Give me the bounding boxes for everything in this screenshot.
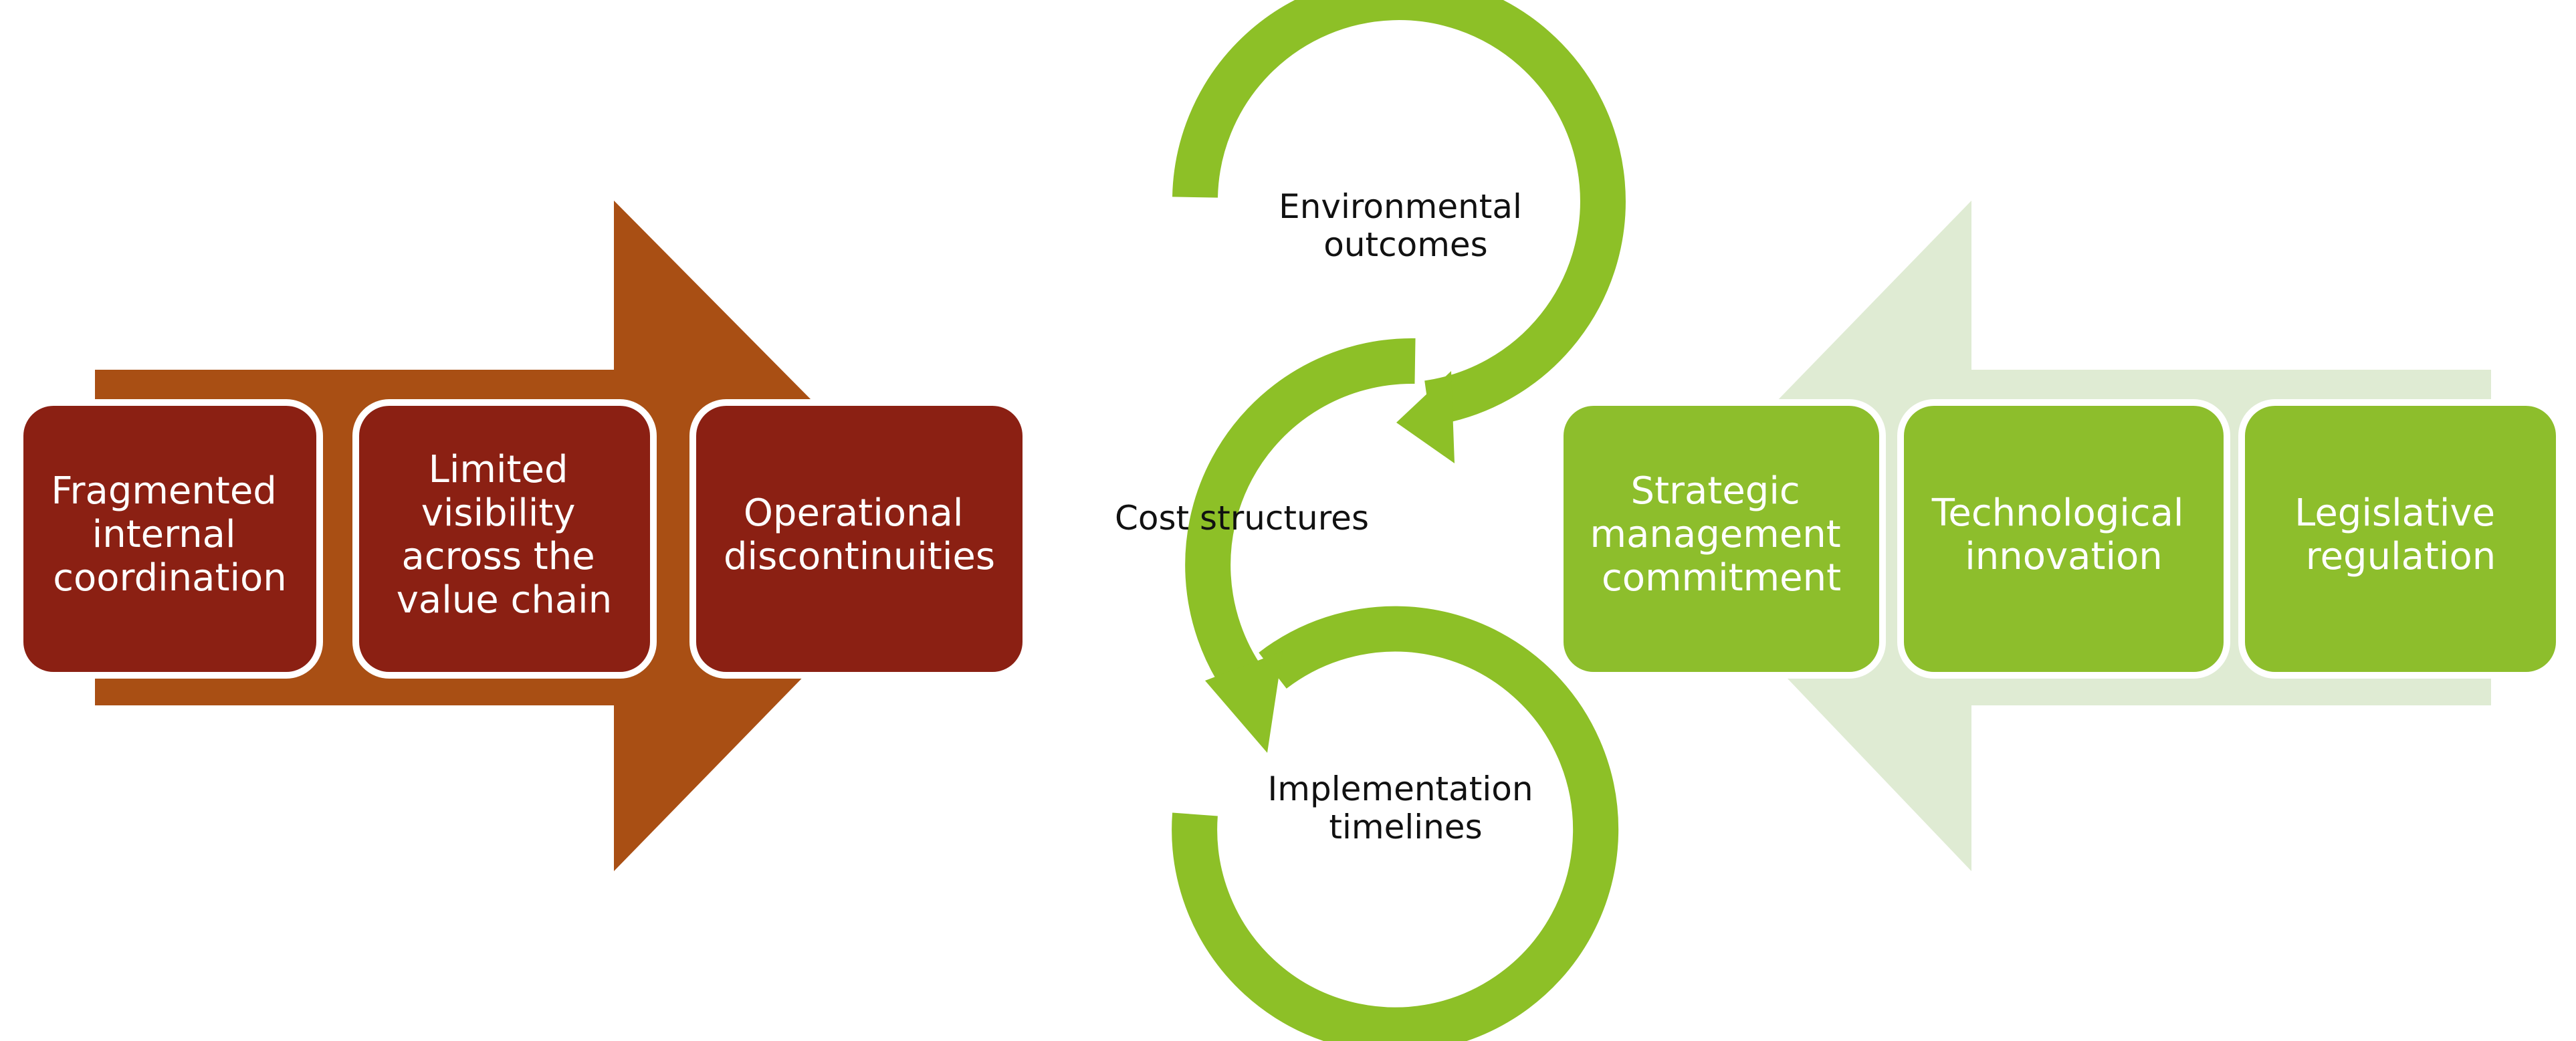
cycle-label-middle-line-1: Cost structures xyxy=(1115,499,1369,538)
driver-box-2-line-2: innovation xyxy=(1965,535,2163,578)
barrier-box-1-label: Fragmented internal coordination xyxy=(51,469,288,600)
cycle xyxy=(1172,0,1626,1041)
barrier-box-1-shape xyxy=(17,399,323,679)
driver-box-1: Strategic management commitment xyxy=(1557,399,1886,679)
barrier-box-1-line-2: internal xyxy=(92,513,236,556)
driver-box-1-line-1: Strategic xyxy=(1631,469,1800,513)
barrier-box-2-label: Limited visibility across the value chai… xyxy=(397,448,612,622)
driver-box-1-line-2: management xyxy=(1590,513,1841,556)
cycle-label-top-line-2: outcomes xyxy=(1323,225,1487,264)
driver-box-3-shape xyxy=(2238,399,2563,679)
barrier-box-2-line-2: visibility xyxy=(421,491,576,535)
barrier-box-1-line-1: Fragmented xyxy=(51,469,276,513)
cycle-arrowhead-top xyxy=(1396,371,1455,463)
cycle-ring-top xyxy=(1172,0,1626,426)
barrier-box-2-line-3: across the xyxy=(401,535,595,578)
cycle-ring-bottom xyxy=(1172,606,1619,1041)
driver-box-2-label: Technological innovation xyxy=(1931,491,2196,578)
barrier-box-3-line-2: discontinuities xyxy=(724,535,995,578)
cycle-label-bottom: Implementation timelines xyxy=(1268,770,1544,846)
driver-box-3-label: Legislative regulation xyxy=(2294,491,2507,578)
driver-box-3-line-1: Legislative xyxy=(2294,491,2495,535)
cycle-label-top-line-1: Environmental xyxy=(1279,187,1522,226)
cycle-arrowhead-middle xyxy=(1205,651,1283,753)
barrier-box-2-shape xyxy=(352,399,657,679)
barrier-box-1: Fragmented internal coordination xyxy=(17,399,323,679)
driver-box-2-line-1: Technological xyxy=(1931,491,2184,535)
cycle-label-middle: Cost structures xyxy=(1115,499,1369,538)
barrier-box-2-line-1: Limited xyxy=(429,448,568,491)
barrier-box-1-line-3: coordination xyxy=(53,556,287,600)
barrier-box-3-label: Operational discontinuities xyxy=(724,491,995,578)
barrier-box-3: Operational discontinuities xyxy=(689,399,1029,679)
driver-box-1-shape xyxy=(1557,399,1886,679)
cycle-label-top: Environmental outcomes xyxy=(1279,187,1533,264)
driver-box-1-label: Strategic management commitment xyxy=(1590,469,1853,600)
cycle-label-bottom-line-2: timelines xyxy=(1329,808,1482,846)
driver-box-3: Legislative regulation xyxy=(2238,399,2563,679)
driver-box-2: Technological innovation xyxy=(1897,399,2230,679)
cycle-ring-middle xyxy=(1185,338,1416,694)
driver-box-2-shape xyxy=(1897,399,2230,679)
driver-box-1-line-3: commitment xyxy=(1602,556,1841,600)
barrier-box-3-line-1: Operational xyxy=(744,491,964,535)
barrier-box-2-line-4: value chain xyxy=(397,578,612,622)
barrier-box-3-shape xyxy=(689,399,1029,679)
barrier-box-2: Limited visibility across the value chai… xyxy=(352,399,657,679)
cycle-label-bottom-line-1: Implementation xyxy=(1268,770,1533,808)
driver-box-3-line-2: regulation xyxy=(2306,535,2496,578)
